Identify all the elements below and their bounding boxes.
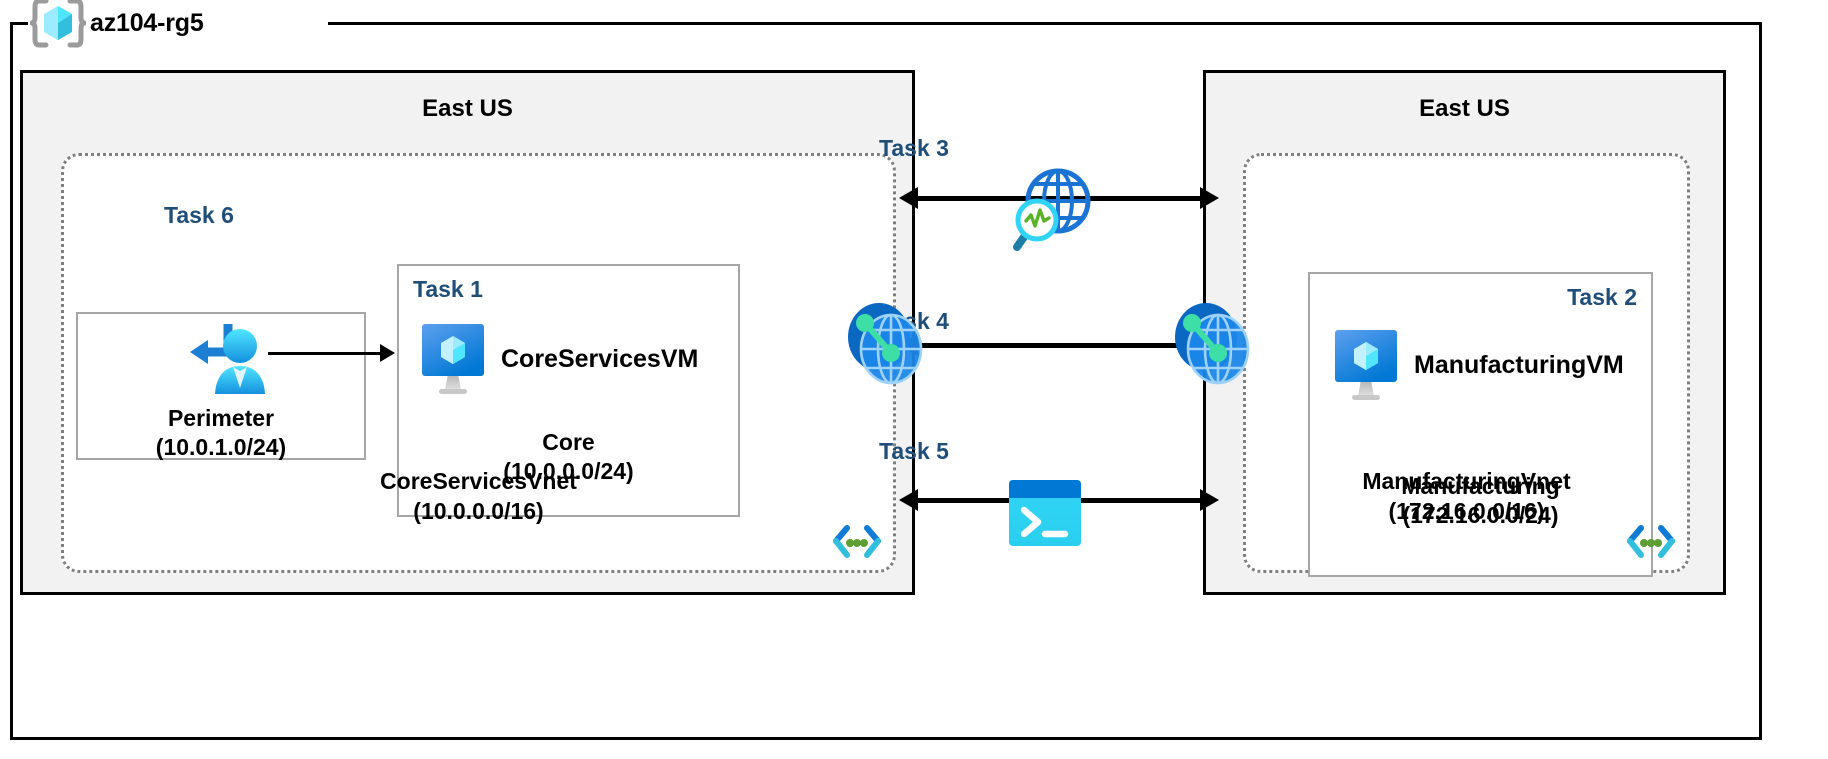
task-label-5: Task 5 — [879, 438, 949, 464]
vnet-coreservicesvnet-cidr: (10.0.0.0/16) — [413, 497, 544, 524]
vnet-manufacturingvnet-label: ManufacturingVnet (172.16.0.0/16) — [1246, 467, 1687, 526]
subnet-manufacturing-cidr: (172.16.0.0/24) — [1402, 502, 1559, 529]
region-left-east-us: East US Task 6 — [20, 70, 915, 595]
vnet-peering-icon — [1166, 297, 1258, 389]
vnet-manufacturingvnet-cidr: (172.16.0.0/16) — [1388, 497, 1545, 524]
region-left-title: East US — [422, 95, 513, 122]
subnet-core-label: Core (10.0.0.0/24) — [399, 428, 738, 487]
task-3-arrowhead-right — [1200, 187, 1219, 209]
region-right-east-us: East US Task 2 — [1203, 70, 1726, 595]
subnet-perimeter: Perimeter (10.0.1.0/24) — [76, 312, 366, 460]
resource-group-title-notch — [28, 0, 328, 46]
task-3-connection-line — [918, 196, 1208, 201]
subnet-perimeter-name: Perimeter — [167, 405, 275, 431]
vnet-code-brackets-icon — [831, 522, 883, 566]
region-right-title: East US — [1419, 95, 1510, 122]
resource-group-frame — [10, 22, 1762, 740]
vnet-peering-icon — [839, 297, 931, 389]
task-4-connection-line — [918, 343, 1208, 348]
vm-coreservicesvm-name: CoreServicesVM — [501, 344, 699, 373]
vm-coreservicesvm: CoreServicesVM — [419, 322, 698, 396]
task-label-2: Task 2 — [1567, 284, 1637, 310]
resource-group-header: az104-rg5 — [30, 0, 204, 48]
task-label-3: Task 3 — [879, 135, 949, 161]
task-5-arrowhead-left — [899, 489, 918, 511]
virtual-machine-icon — [419, 322, 487, 396]
subnet-manufacturing: Task 2 — [1308, 272, 1653, 577]
bastion-user-icon — [184, 323, 268, 402]
perimeter-to-core-line — [268, 352, 382, 355]
vm-manufacturingvm: ManufacturingVM — [1332, 328, 1624, 402]
vnet-coreservicesvnet: Task 6 — [61, 153, 896, 573]
virtual-machine-icon — [1332, 328, 1400, 402]
perimeter-to-core-arrowhead — [380, 344, 395, 362]
resource-group-name: az104-rg5 — [90, 8, 204, 37]
resource-group-cube-icon — [30, 0, 86, 48]
task-label-6: Task 6 — [164, 202, 234, 228]
task-label-1: Task 1 — [413, 276, 483, 302]
subnet-perimeter-label: Perimeter (10.0.1.0/24) — [78, 404, 364, 463]
task-5-arrowhead-right — [1200, 489, 1219, 511]
subnet-core-cidr: (10.0.0.0/24) — [503, 458, 634, 485]
vnet-manufacturingvnet: Task 2 — [1243, 153, 1690, 577]
vm-manufacturingvm-name: ManufacturingVM — [1414, 350, 1624, 379]
subnet-core: Task 1 — [397, 264, 740, 517]
vnet-coreservicesvnet-name: CoreServicesVnet — [380, 468, 577, 495]
vnet-code-brackets-icon — [1625, 522, 1677, 566]
subnet-manufacturing-name: Manufacturing — [1401, 473, 1560, 499]
vnet-coreservicesvnet-label: CoreServicesVnet (10.0.0.0/16) — [64, 467, 893, 526]
subnet-manufacturing-label: Manufacturing (172.16.0.0/24) — [1310, 472, 1651, 531]
task-3-arrowhead-left — [899, 187, 918, 209]
subnet-core-name: Core — [542, 429, 595, 455]
network-watcher-globe-magnifier-icon — [1005, 165, 1097, 257]
cloud-shell-terminal-icon — [1007, 478, 1083, 548]
vnet-manufacturingvnet-name: ManufacturingVnet — [1362, 468, 1571, 495]
subnet-perimeter-cidr: (10.0.1.0/24) — [155, 434, 287, 461]
